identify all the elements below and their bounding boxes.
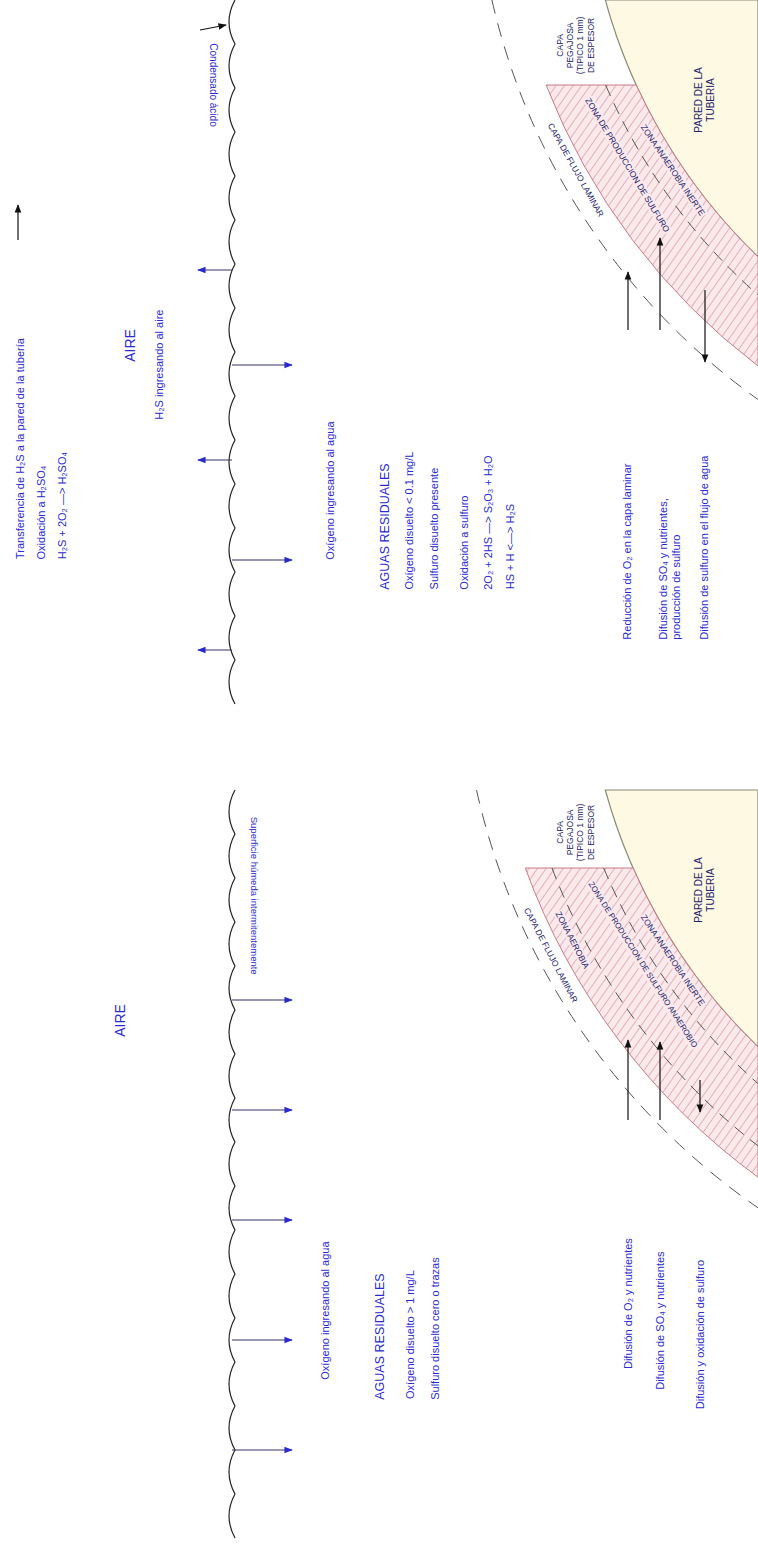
region-label: AIRE [111,1003,128,1038]
water-note: Sulfuro disuelto cero o trazas [429,1256,442,1400]
zone-boundary [604,868,758,1084]
flow-arrow [232,1219,292,1220]
annotation: Difusión de O₂ y nutrientes [621,1237,634,1370]
water-surface [229,790,235,1538]
flow-arrow [232,364,292,365]
flow-arrow [198,649,232,650]
annotation: Difusión de SO₄ y nutrientes [654,1250,667,1390]
flow-arrow [232,1109,292,1110]
annotation: Difusión y oxidación de sulfuro [694,1259,707,1410]
flow-arrow [17,205,18,240]
flow-arrow [232,559,292,560]
water-note: Oxígeno disuelto > 1 mg/L [403,1269,416,1400]
water-note: Oxígeno disuelto < 0.1 mg/L [403,450,416,590]
equation: H₂S + 2O₂ —> H₂SO₄ [55,451,68,560]
flow-arrow [627,1040,628,1120]
flow-arrow [232,1339,292,1340]
slime-layer [546,85,758,366]
zone-boundary [606,85,758,295]
layer-label: CAPA PEGAJOSA (TIPICO 1 mm) DE ESPESOR [555,798,596,866]
layer-label: CAPA PEGAJOSA (TIPICO 1 mm) DE ESPESOR [555,11,596,79]
water-note: Sulfuro disuelto presente [428,466,441,590]
annotation: Reducción de O₂ en la capa laminar [621,462,634,640]
laminar-boundary [492,0,758,400]
wall-label: PARED DE LA TUBERIA [693,63,717,137]
annotation: Difusión de sulfuro en el flujo de agua [698,454,711,640]
water-surface [229,0,235,704]
laminar-boundary [477,790,758,1208]
process-note: H₂S ingresando al aire [153,308,166,420]
callout-note: Superficie húmeda intermitentemente [248,815,259,975]
region-label: AIRE [121,328,138,363]
process-note: Oxígeno ingresando al agua [324,420,337,560]
flow-arrow [198,269,232,270]
flow-arrow [659,238,660,330]
process-note: Oxidación a H₂SO₄ [35,464,48,560]
flow-arrow [659,1042,660,1120]
flow-arrow [232,1449,292,1450]
flow-arrow [198,459,232,460]
region-label: AGUAS RESIDUALES [373,1272,388,1400]
slime-layer [525,868,758,1177]
callout-note: Condensado ácido [206,42,218,127]
flow-arrow [704,290,705,362]
equation: HS + H <—> H₂S [504,503,517,590]
flow-arrow [699,1080,700,1112]
wall-label: PARED DE LA TUBERIA [693,853,717,927]
flow-arrow [232,999,292,1000]
annotation: Difusión de SO₄ y nutrientes, producción… [657,463,683,640]
water-note: Oxidación a sulfuro [458,494,471,590]
process-note: Transferencia de H₂S a la pared de la tu… [13,337,26,560]
equation: 2O₂ + 2HS —> S₂O₃ + H₂O [482,454,495,590]
flow-arrow [200,25,226,30]
zone-boundary [552,868,758,1146]
process-note: Oxígeno ingresando al agua [319,1240,332,1380]
flow-arrow [627,272,628,330]
region-label: AGUAS RESIDUALES [378,462,393,590]
